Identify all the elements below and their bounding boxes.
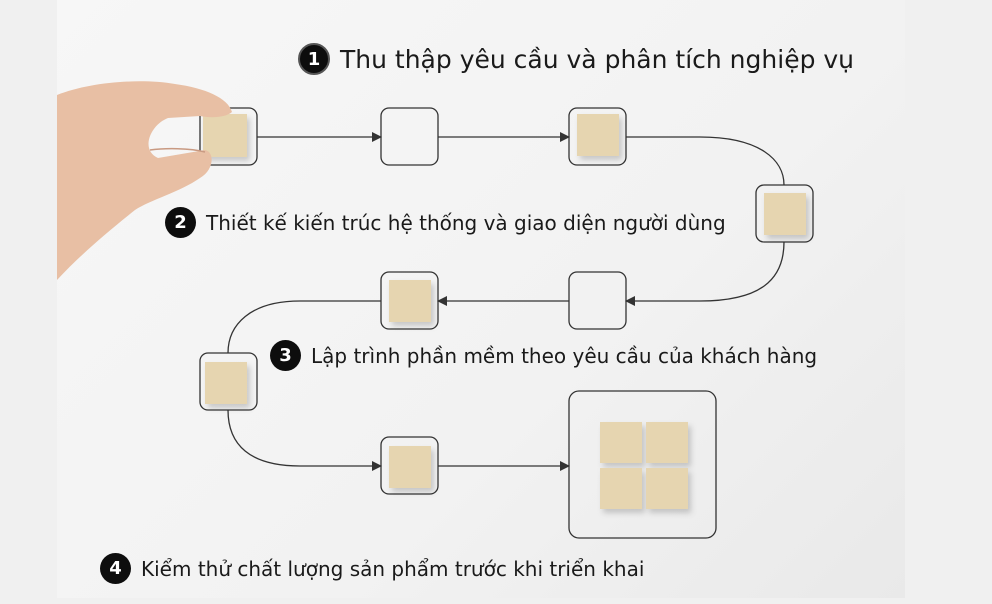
step-label: Kiểm thử chất lượng sản phẩm trước khi t…	[141, 556, 645, 581]
step-3: 3 Lập trình phần mềm theo yêu cầu của kh…	[270, 340, 817, 371]
step-4: 4 Kiểm thử chất lượng sản phẩm trước khi…	[100, 553, 644, 584]
final-box	[568, 390, 717, 539]
step-number-badge: 4	[100, 553, 131, 584]
step-label: Thiết kế kiến trúc hệ thống và giao diện…	[206, 210, 726, 235]
step-box-3	[755, 184, 814, 243]
step-box-empty	[380, 107, 439, 166]
step-1: 1 Thu thập yêu cầu và phân tích nghiệp v…	[298, 43, 854, 75]
step-number-badge: 3	[270, 340, 301, 371]
step-box-2	[568, 107, 627, 166]
step-box-4	[380, 271, 439, 330]
step-number-badge: 1	[298, 43, 330, 75]
hand-illustration	[57, 81, 232, 281]
step-label: Thu thập yêu cầu và phân tích nghiệp vụ	[340, 44, 855, 74]
step-box-6	[380, 436, 439, 495]
step-label: Lập trình phần mềm theo yêu cầu của khác…	[311, 343, 818, 368]
step-2: 2 Thiết kế kiến trúc hệ thống và giao di…	[165, 207, 726, 238]
step-box-5	[199, 352, 258, 411]
wooden-blocks	[203, 114, 806, 509]
connector-lines	[227, 132, 785, 471]
step-box-empty	[568, 271, 627, 330]
step-number-badge: 2	[165, 207, 196, 238]
